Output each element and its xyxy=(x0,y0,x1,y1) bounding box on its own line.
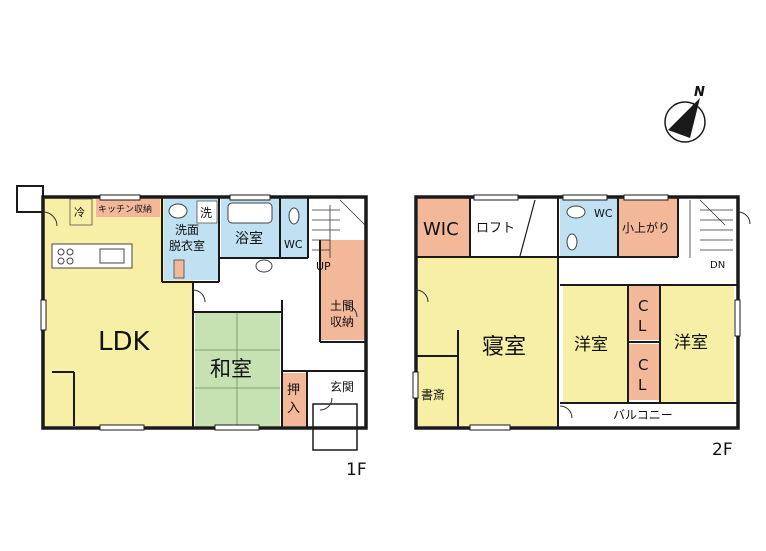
corridor-2f-area xyxy=(560,258,736,284)
washbasin-2f-icon xyxy=(566,205,586,219)
doma-label-2: 収納 xyxy=(330,315,354,329)
balcony-label: バルコニー xyxy=(613,408,673,422)
compass-label: N xyxy=(694,85,705,100)
youshitsu-a-area xyxy=(563,286,627,402)
windows-1f xyxy=(40,194,271,431)
youshitsu-a-label: 洋室 xyxy=(574,335,608,355)
oshiire-area xyxy=(282,373,306,426)
floor-2: WIC ロフト WC 小上がり DN 寝室 書斎 洋室 洋室 C L C L バ… xyxy=(412,194,751,460)
genkan-area xyxy=(308,373,365,403)
toilet-1f-b-icon xyxy=(255,259,273,273)
hall-1f-area xyxy=(195,282,320,312)
doors-1f xyxy=(42,211,358,411)
cl-a-area xyxy=(629,286,659,340)
inner-walls-1f xyxy=(52,198,366,428)
cl-a-label-1: C xyxy=(638,297,648,315)
dn-label: DN xyxy=(710,260,725,271)
washitsu-label: 和室 xyxy=(210,357,252,381)
windows-2f xyxy=(412,194,741,431)
loft-slope xyxy=(519,199,536,257)
youshitsu-b-label: 洋室 xyxy=(674,333,708,353)
koagari-area xyxy=(618,198,678,256)
porch-1f xyxy=(16,185,44,213)
shosai-label: 書斎 xyxy=(421,387,445,402)
balcony-area xyxy=(563,404,735,426)
cl-b-label-1: C xyxy=(638,356,648,374)
cl-a-label-2: L xyxy=(638,317,647,335)
ldk-label: LDK xyxy=(98,327,151,357)
bath-label: 浴室 xyxy=(235,230,263,247)
kitchen-storage-label: キッチン収納 xyxy=(98,203,152,215)
doma-label-1: 土間 xyxy=(330,299,354,313)
shinshitsu-label: 寝室 xyxy=(482,335,526,360)
tatami-lines xyxy=(195,313,280,426)
oshiire-label-2: 入 xyxy=(287,401,300,416)
floor2-caption: 2F xyxy=(712,440,733,460)
floor-1: LDK 和室 キッチン収納 冷 洗面 脱衣室 洗 浴室 WC UP 土間 収納 … xyxy=(16,185,368,480)
sink xyxy=(99,248,125,264)
doma-storage-area xyxy=(320,240,365,340)
compass-arrow-icon xyxy=(668,98,700,138)
kitchen-storage-area xyxy=(96,199,160,217)
up-label: UP xyxy=(316,260,331,273)
stairs-2f xyxy=(689,199,733,258)
shosai-area xyxy=(418,358,458,426)
washitsu-area xyxy=(195,313,280,426)
oshiire-label-1: 押 xyxy=(287,383,300,398)
toilet-1f-icon xyxy=(288,207,300,225)
washroom-label-1: 洗面 xyxy=(175,223,199,237)
fridge-area xyxy=(69,198,93,226)
washer-label: 洗 xyxy=(200,206,212,220)
compass: N xyxy=(664,85,706,143)
floor1-caption: 1F xyxy=(346,460,367,480)
inner-walls-2f xyxy=(416,197,738,428)
bathtub-icon xyxy=(227,202,273,224)
wic-area xyxy=(418,198,469,256)
wc-2f-label: WC xyxy=(594,207,613,220)
stove-icon xyxy=(57,248,74,265)
koagari-label: 小上がり xyxy=(622,220,670,235)
fridge-label: 冷 xyxy=(74,206,85,219)
washer-area xyxy=(196,200,218,224)
washbasin-icon xyxy=(168,203,188,219)
loft-area xyxy=(471,198,556,256)
doors-2f xyxy=(415,211,751,419)
cl-b-area xyxy=(629,344,659,400)
shelf-icon xyxy=(173,259,185,279)
stair-2f-area xyxy=(680,198,736,260)
wc-1f-label: WC xyxy=(284,238,303,251)
loft-label: ロフト xyxy=(476,221,515,236)
stairs-1f xyxy=(312,199,366,258)
youshitsu-b-area xyxy=(661,286,734,402)
toilet-2f-icon xyxy=(566,233,578,251)
genkan-label: 玄関 xyxy=(330,379,354,394)
wic-label: WIC xyxy=(423,219,459,240)
cl-b-label-2: L xyxy=(638,376,647,394)
washroom-label-2: 脱衣室 xyxy=(169,238,205,253)
